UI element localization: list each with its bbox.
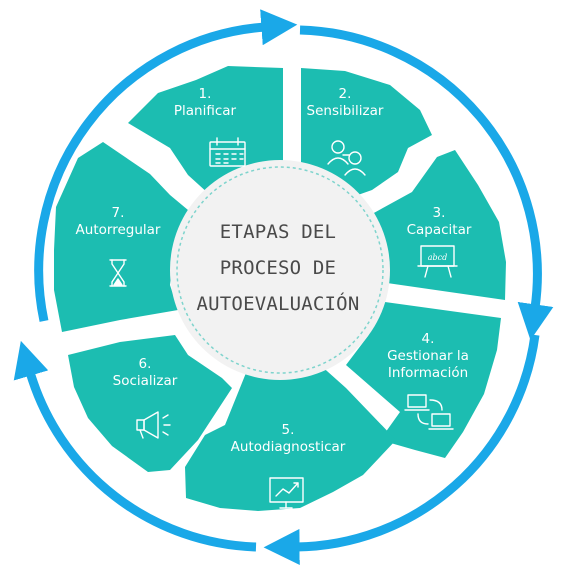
segment-4-gestionar: [346, 302, 501, 458]
center-circle: [170, 160, 390, 380]
easel-board-icon: [417, 245, 458, 278]
cycle-arrows: [13, 9, 554, 565]
stage-2-name: Sensibilizar: [306, 103, 384, 119]
arrow-bottom: [263, 334, 540, 565]
stage-3-number: 3.: [432, 205, 446, 221]
stage-5-name: Autodiagnosticar: [230, 439, 346, 455]
center-circle-dashed-ring: [176, 166, 384, 374]
segment-3-capacitar: [372, 150, 506, 300]
segment-6-socializar: [68, 335, 232, 472]
board-text: abcd: [428, 253, 448, 262]
stage-7-number: 7.: [111, 205, 125, 221]
stage-5-number: 5.: [281, 422, 295, 438]
arrow-bottom-left: [13, 340, 257, 552]
calendar-icon: [209, 137, 246, 167]
arrow-top-left: [34, 9, 298, 322]
stage-3-name: Capacitar: [406, 222, 472, 238]
segment-7-autorregular: [54, 142, 188, 332]
segment-5-autodiagnosticar: [185, 363, 396, 511]
stage-6-name: Socializar: [112, 373, 178, 389]
center-title-line-3: AUTOEVALUACIÓN: [196, 293, 360, 315]
stage-2-label: 2. Sensibilizar: [295, 86, 395, 120]
stage-4-name-line-1: Gestionar la: [387, 348, 469, 364]
stage-1-number: 1.: [198, 86, 212, 102]
center-title: ETAPAS DEL PROCESO DE AUTOEVALUACIÓN: [176, 214, 380, 322]
stage-4-name-line-2: Información: [387, 365, 469, 381]
stage-4-number: 4.: [421, 331, 435, 347]
stage-6-number: 6.: [138, 356, 152, 372]
people-icon: [327, 140, 366, 176]
center-title-line-2: PROCESO DE: [219, 257, 337, 279]
line-chart-board-icon: [269, 477, 304, 509]
stage-1-name: Planificar: [173, 103, 237, 119]
megaphone-icon: [136, 411, 171, 439]
hourglass-icon: [109, 259, 127, 287]
stage-2-number: 2.: [338, 86, 352, 102]
two-laptops-exchange-icon: [404, 394, 454, 430]
stage-7-label: 7. Autorregular: [68, 205, 168, 239]
segment-2-sensibilizar: [301, 68, 432, 196]
stage-5-label: 5. Autodiagnosticar: [226, 422, 350, 456]
stage-3-label: 3. Capacitar: [389, 205, 489, 239]
stage-4-label: 4. Gestionar la Información: [376, 331, 480, 382]
center-title-line-1: ETAPAS DEL: [219, 221, 337, 243]
arrow-right: [299, 25, 554, 341]
stage-1-label: 1. Planificar: [155, 86, 255, 120]
stage-7-name: Autorregular: [75, 222, 161, 238]
stage-6-label: 6. Socializar: [95, 356, 195, 390]
